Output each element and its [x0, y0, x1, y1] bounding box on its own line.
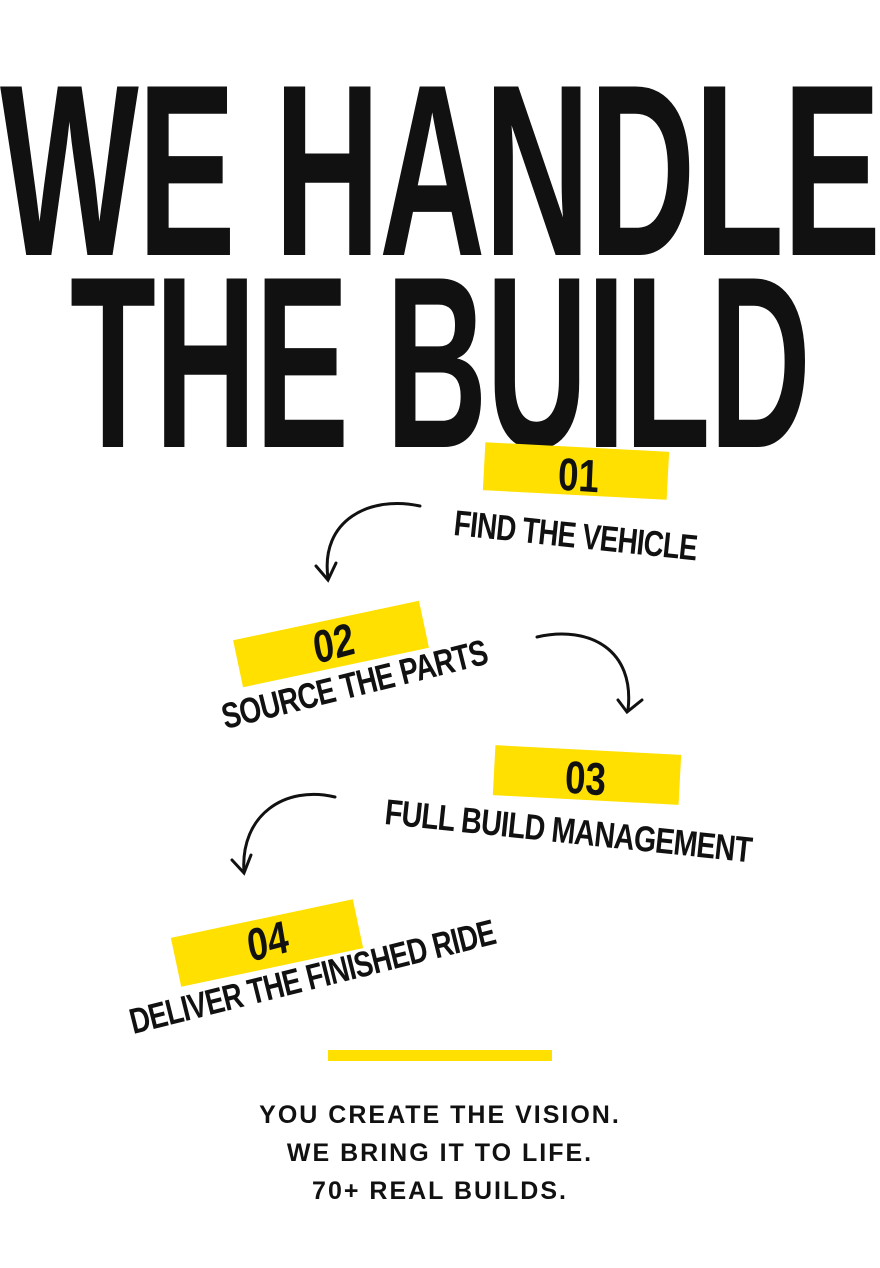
tagline-line-2: WE BRING IT TO LIFE. — [286, 1139, 594, 1167]
step-number: 03 — [564, 750, 608, 806]
curved-arrow-icon — [230, 792, 337, 876]
step-number: 02 — [309, 612, 358, 674]
step-number: 04 — [243, 910, 292, 972]
headline-line-2: THE BUILD — [70, 225, 811, 499]
curved-arrow-icon — [535, 632, 644, 715]
divider — [328, 1050, 552, 1061]
curved-arrow-icon — [314, 501, 422, 583]
headline-line-1: WE HANDLE — [0, 33, 880, 307]
step-label: FIND THE VEHICLE — [452, 502, 699, 569]
tagline-line-1: YOU CREATE THE VISION. — [259, 1101, 621, 1129]
step-label: FULL BUILD MANAGEMENT — [383, 791, 754, 871]
tagline-line-3: 70+ REAL BUILDS. — [312, 1177, 568, 1205]
step-number: 01 — [557, 447, 601, 503]
